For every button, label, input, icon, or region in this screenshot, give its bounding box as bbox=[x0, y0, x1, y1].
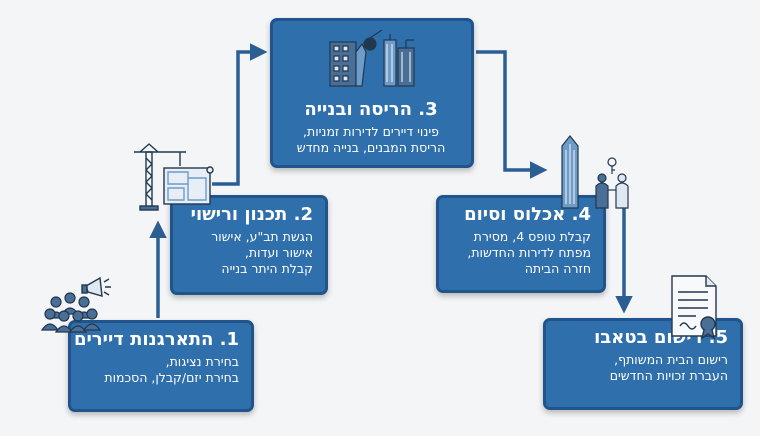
people-megaphone-icon bbox=[40, 276, 111, 333]
step-1-box: 1. התארגנות דיירים בחירת נציגות, בחירת י… bbox=[68, 320, 254, 412]
step-2-description: הגשת תב"ע, אישור אישור ועדות, קבלת היתר … bbox=[183, 229, 313, 277]
tower-key-handover-icon bbox=[561, 135, 629, 209]
step-1-line-2: בחירת יזם/קבלן, הסכמות bbox=[104, 370, 239, 385]
step-5-line-1: רישום הבית המשותף, bbox=[614, 352, 728, 367]
step-4-box: 4. אכלוס וסיום קבלת טופס 4, מסירת מפתח ל… bbox=[436, 195, 606, 293]
step-3-title: 3. הריסה ובנייה bbox=[304, 99, 438, 120]
crane-blueprint-icon bbox=[134, 143, 214, 211]
step-4-title: 4. אכלוס וסיום bbox=[464, 204, 591, 225]
step-4-line-1: קבלת טופס 4, מסירת bbox=[473, 229, 591, 244]
step-2-title: 2. תכנון ורישוי bbox=[190, 204, 313, 225]
demolition-building-icon bbox=[329, 30, 415, 87]
step-1-description: בחירת נציגות, בחירת יזם/קבלן, הסכמות bbox=[81, 354, 239, 386]
step-2-line-2: אישור ועדות, bbox=[244, 245, 313, 260]
step-1-title: 1. התארגנות דיירים bbox=[73, 329, 239, 350]
step-4-description: קבלת טופס 4, מסירת מפתח לדירות החדשות, ח… bbox=[449, 229, 591, 277]
step-2-box: 2. תכנון ורישוי הגשת תב"ע, אישור אישור ו… bbox=[170, 195, 328, 295]
step-3-line-2: הריסת המבנים, בנייה מחדש bbox=[296, 140, 446, 155]
step-3-description: פינוי דיירים לדירות זמניות, הריסת המבנים… bbox=[283, 124, 459, 156]
arrow-3-to-4 bbox=[476, 50, 548, 179]
step-4-line-3: חזרה הביתה bbox=[524, 261, 591, 276]
step-1-line-1: בחירת נציגות, bbox=[165, 354, 239, 369]
step-5-line-2: העברת זכויות החדשים bbox=[609, 368, 728, 383]
step-4-line-2: מפתח לדירות החדשות, bbox=[467, 245, 591, 260]
arrow-2-to-3 bbox=[212, 43, 268, 186]
step-3-line-1: פינוי דיירים לדירות זמניות, bbox=[303, 124, 439, 139]
step-2-line-1: הגשת תב"ע, אישור bbox=[211, 229, 313, 244]
certificate-icon bbox=[671, 275, 717, 340]
step-5-description: רישום הבית המשותף, העברת זכויות החדשים bbox=[556, 352, 728, 384]
step-2-line-3: קבלת היתר בנייה bbox=[221, 261, 313, 276]
